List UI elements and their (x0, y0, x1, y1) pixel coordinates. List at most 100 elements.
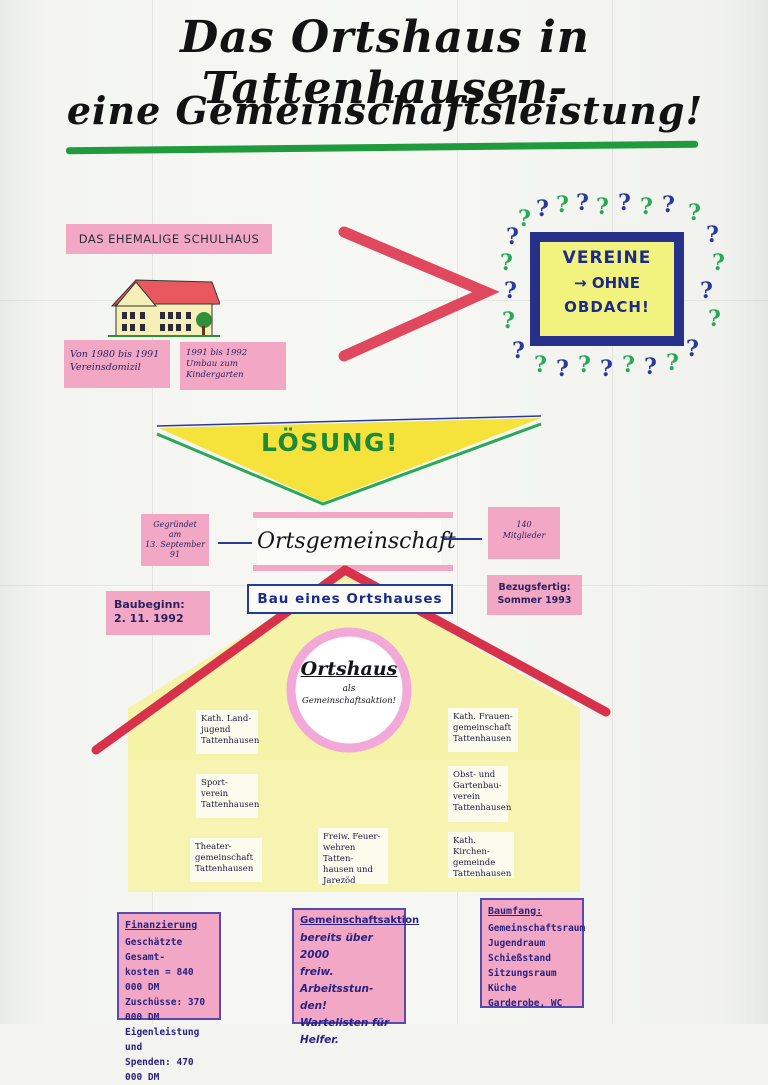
connector-line (444, 538, 482, 540)
poster-title-line2: eine Gemeinschaftsleistung! (66, 88, 704, 133)
vereine-sign-inner: VEREINE → OHNE OBDACH! (540, 242, 674, 336)
club-text: verein (453, 792, 481, 802)
club-text: gemeinde (453, 858, 496, 868)
card-line: bereits über 2000 (300, 932, 373, 961)
greater-than-arrow (338, 226, 500, 362)
club-text: Tattenhausen (201, 736, 260, 746)
question-mark-icon: ? (518, 206, 531, 232)
club-frauengemeinschaft: Kath. Frauen- gemeinschaft Tattenhausen (448, 708, 518, 752)
club-text: Tattenhausen (453, 869, 512, 879)
founded-box: Gegründet am 13. September 91 (141, 514, 209, 566)
question-mark-cluster: ? ? ? ? ? ? ? ? ? ? ? ? ? ? ? ? ? ? ? ? … (500, 190, 732, 385)
card-line: Geschätzte Gesamt- (125, 937, 183, 963)
question-mark-icon: ? (666, 350, 679, 376)
club-text: Sport- (201, 778, 228, 788)
card-line: Eigenleistung und (125, 1027, 200, 1053)
bau-ortshaus-label: Bau eines Ortshauses (247, 584, 453, 614)
baubeginn-text: Baubeginn: (114, 598, 185, 611)
club-text: Tattenhausen (195, 864, 254, 874)
bezugsfertig-text: Bezugsfertig: (498, 582, 571, 593)
club-kirchengemeinde: Kath. Kirchen- gemeinde Tattenhausen (448, 832, 514, 879)
club-text: Jarezöd (323, 876, 356, 886)
fold-line (0, 300, 768, 301)
club-theatergemeinschaft: Theater- gemeinschaft Tattenhausen (190, 838, 262, 882)
question-mark-icon: ? (712, 250, 725, 276)
period-text: Von 1980 bis 1991 (70, 349, 160, 360)
question-mark-icon: ? (596, 194, 609, 220)
period-box-1991: 1991 bis 1992 Umbau zum Kindergarten (180, 342, 286, 390)
club-text: jugend (201, 725, 231, 735)
question-mark-icon: ? (708, 306, 721, 332)
question-mark-icon: ? (504, 278, 517, 304)
gemeinschaftsaktion-card: Gemeinschaftsaktion bereits über 2000 fr… (292, 908, 419, 1046)
bezugsfertig-box: Bezugsfertig: Sommer 1993 (487, 575, 582, 615)
pink-band (253, 512, 453, 518)
card-line: Gemeinschaftsraum (488, 923, 586, 934)
club-text: hausen und (323, 865, 373, 875)
question-mark-icon: ? (600, 356, 613, 382)
question-mark-icon: ? (640, 194, 653, 220)
question-mark-icon: ? (706, 222, 719, 248)
club-text: Theater- (195, 842, 232, 852)
connector-line (218, 542, 252, 544)
circle-label: Ortshaus als Gemeinschaftsaktion! (290, 640, 408, 706)
loesung-triangle (156, 415, 542, 506)
question-mark-icon: ? (622, 352, 635, 378)
question-mark-icon: ? (688, 200, 701, 226)
question-mark-icon: ? (512, 338, 525, 364)
question-mark-icon: ? (502, 308, 515, 334)
vereine-ohne-obdach-sign: VEREINE → OHNE OBDACH! (530, 232, 684, 346)
club-text: Kath. Frauen- (453, 712, 513, 722)
card-line: Schießstand (488, 953, 551, 964)
club-feuerwehr: Freiw. Feuer- wehren Tatten- hausen und … (318, 828, 388, 886)
question-mark-icon: ? (556, 192, 569, 218)
card-line: Helfer. (300, 1034, 339, 1046)
period-text: Vereinsdomizil (70, 362, 141, 373)
bezugsfertig-text: Sommer 1993 (497, 595, 572, 606)
club-text: Kath. Kirchen- (453, 836, 490, 857)
poster-title-line1: Das Ortshaus in Tattenhausen- (180, 12, 590, 114)
question-mark-icon: ? (576, 190, 589, 216)
period-text: Kindergarten (186, 370, 244, 380)
club-text: Obst- und (453, 770, 496, 780)
sign-line-ohne: → OHNE (574, 274, 640, 292)
card-line: Garderobe, WC (488, 998, 563, 1009)
card-line: Küche (488, 983, 517, 994)
members-text: 140 (516, 520, 532, 529)
circle-title: Ortshaus (300, 658, 398, 680)
club-text: Freiw. Feuer- (323, 832, 381, 842)
members-text: Mitglieder (502, 531, 546, 540)
club-text: wehren Tatten- (323, 843, 356, 864)
card-heading: Baumfang: (488, 906, 543, 917)
fold-line (152, 0, 153, 1024)
card-heading: Finanzierung (125, 920, 198, 931)
card-line: den! (300, 1000, 327, 1012)
club-landjugend: Kath. Land- jugend Tattenhausen (196, 710, 260, 754)
baubeginn-text: 2. 11. 1992 (114, 612, 184, 625)
fold-line (457, 0, 458, 1024)
card-line: Sitzungsraum (488, 968, 557, 979)
question-mark-icon: ? (534, 352, 547, 378)
club-text: Tattenhausen (453, 734, 512, 744)
question-mark-icon: ? (536, 196, 549, 222)
question-mark-icon: ? (506, 224, 519, 250)
period-text: 1991 bis 1992 (186, 348, 248, 358)
card-line: Jugendraum (488, 938, 546, 949)
question-mark-icon: ? (578, 352, 591, 378)
question-mark-icon: ? (556, 356, 569, 382)
question-mark-icon: ? (700, 278, 713, 304)
founded-text: 13. September 91 (145, 540, 205, 559)
baubeginn-box: Baubeginn: 2. 11. 1992 (106, 591, 210, 635)
card-line: kosten = 840 000 DM (125, 967, 194, 993)
club-text: Tattenhausen (453, 803, 512, 813)
club-sportverein: Sport- verein Tattenhausen (196, 774, 260, 818)
circle-subtitle: Gemeinschaftsaktion! (301, 696, 397, 706)
school-label: DAS EHEMALIGE SCHULHAUS (66, 224, 272, 254)
sign-line-obdach: OBDACH! (564, 298, 650, 316)
question-mark-icon: ? (644, 354, 657, 380)
club-text: Tattenhausen (201, 800, 260, 810)
period-box-1980: Von 1980 bis 1991 Vereinsdomizil (64, 340, 170, 388)
fold-line (612, 0, 613, 1024)
card-line: freiw. Arbeitsstun- (300, 966, 374, 995)
